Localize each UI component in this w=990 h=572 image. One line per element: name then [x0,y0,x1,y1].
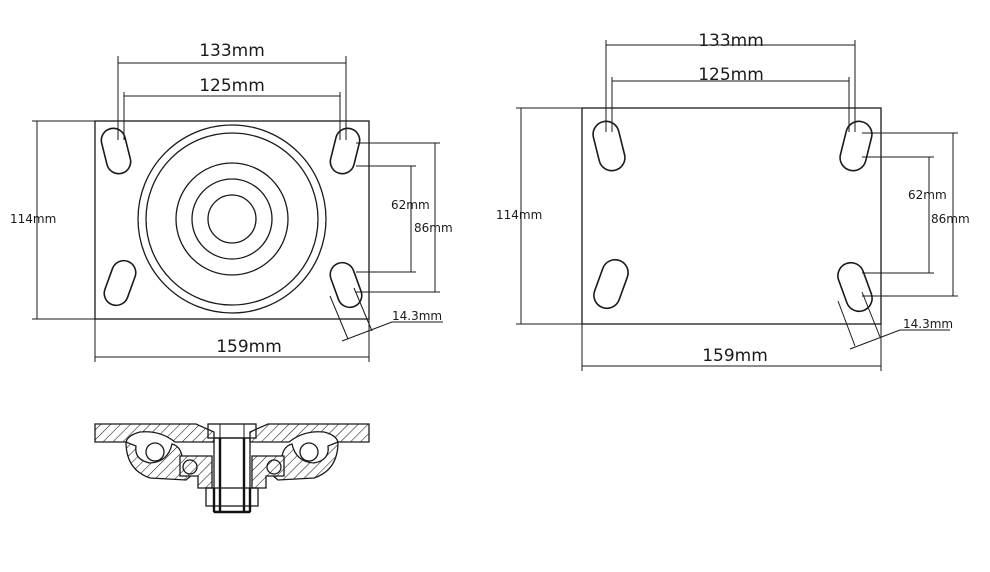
left-dim-height: 114mm [10,212,56,226]
left-dim-outer-width: 133mm [199,41,265,61]
bearing-ball-left-outer [145,442,165,462]
right-dim-inner-width: 125mm [698,65,764,85]
right-dim-slot-width: 14.3mm [903,317,953,331]
left-dim-slot-inner: 62mm [391,198,430,212]
left-top-view: 133mm 125mm 114mm 62mm 86mm 14.3mm 159mm [10,41,453,362]
right-plate-outline [581,107,882,325]
section-right-collar [251,455,285,489]
right-slot-top-right [839,120,873,172]
right-dim-plate-width: 159mm [702,346,768,366]
right-dim-slot-inner: 62mm [908,188,947,202]
right-slot-bottom-left [593,258,629,310]
right-dim-height: 114mm [496,208,542,222]
left-plate-outline [94,120,370,320]
wheel-bore-circle [207,194,257,244]
left-slot-bottom-left [103,259,137,307]
section-left-plate [94,423,215,443]
right-slot-bottom-right [837,261,873,313]
wheel-rim-circle [145,132,319,306]
left-dim-slot-width: 14.3mm [392,309,442,323]
left-dim-slot-outer: 86mm [414,221,453,235]
right-slot-top-left [592,120,626,172]
bearing-ball-right-outer [299,442,319,462]
left-slot-bottom-right [329,261,363,309]
bearing-ball-right-inner [266,459,282,475]
wheel-hub-outer-circle [175,162,289,276]
bearing-ball-left-inner [182,459,198,475]
left-dim-plate-width: 159mm [216,337,282,357]
left-slot-top-right [329,127,361,175]
right-dim-slot-outer: 86mm [931,212,970,226]
right-top-view: 133mm 125mm 114mm 62mm 86mm 14.3mm 159mm [496,31,970,371]
wheel-outer-circle [137,124,327,314]
right-dim-outer-width: 133mm [698,31,764,51]
wheel-hub-inner-circle [191,178,273,260]
section-left-collar [179,455,213,489]
bolt-head [207,423,257,439]
section-view [94,423,370,514]
left-dim-inner-width: 125mm [199,76,265,96]
bolt-nut [205,487,259,507]
section-right-plate [249,423,370,443]
left-slot-top-left [100,127,132,175]
